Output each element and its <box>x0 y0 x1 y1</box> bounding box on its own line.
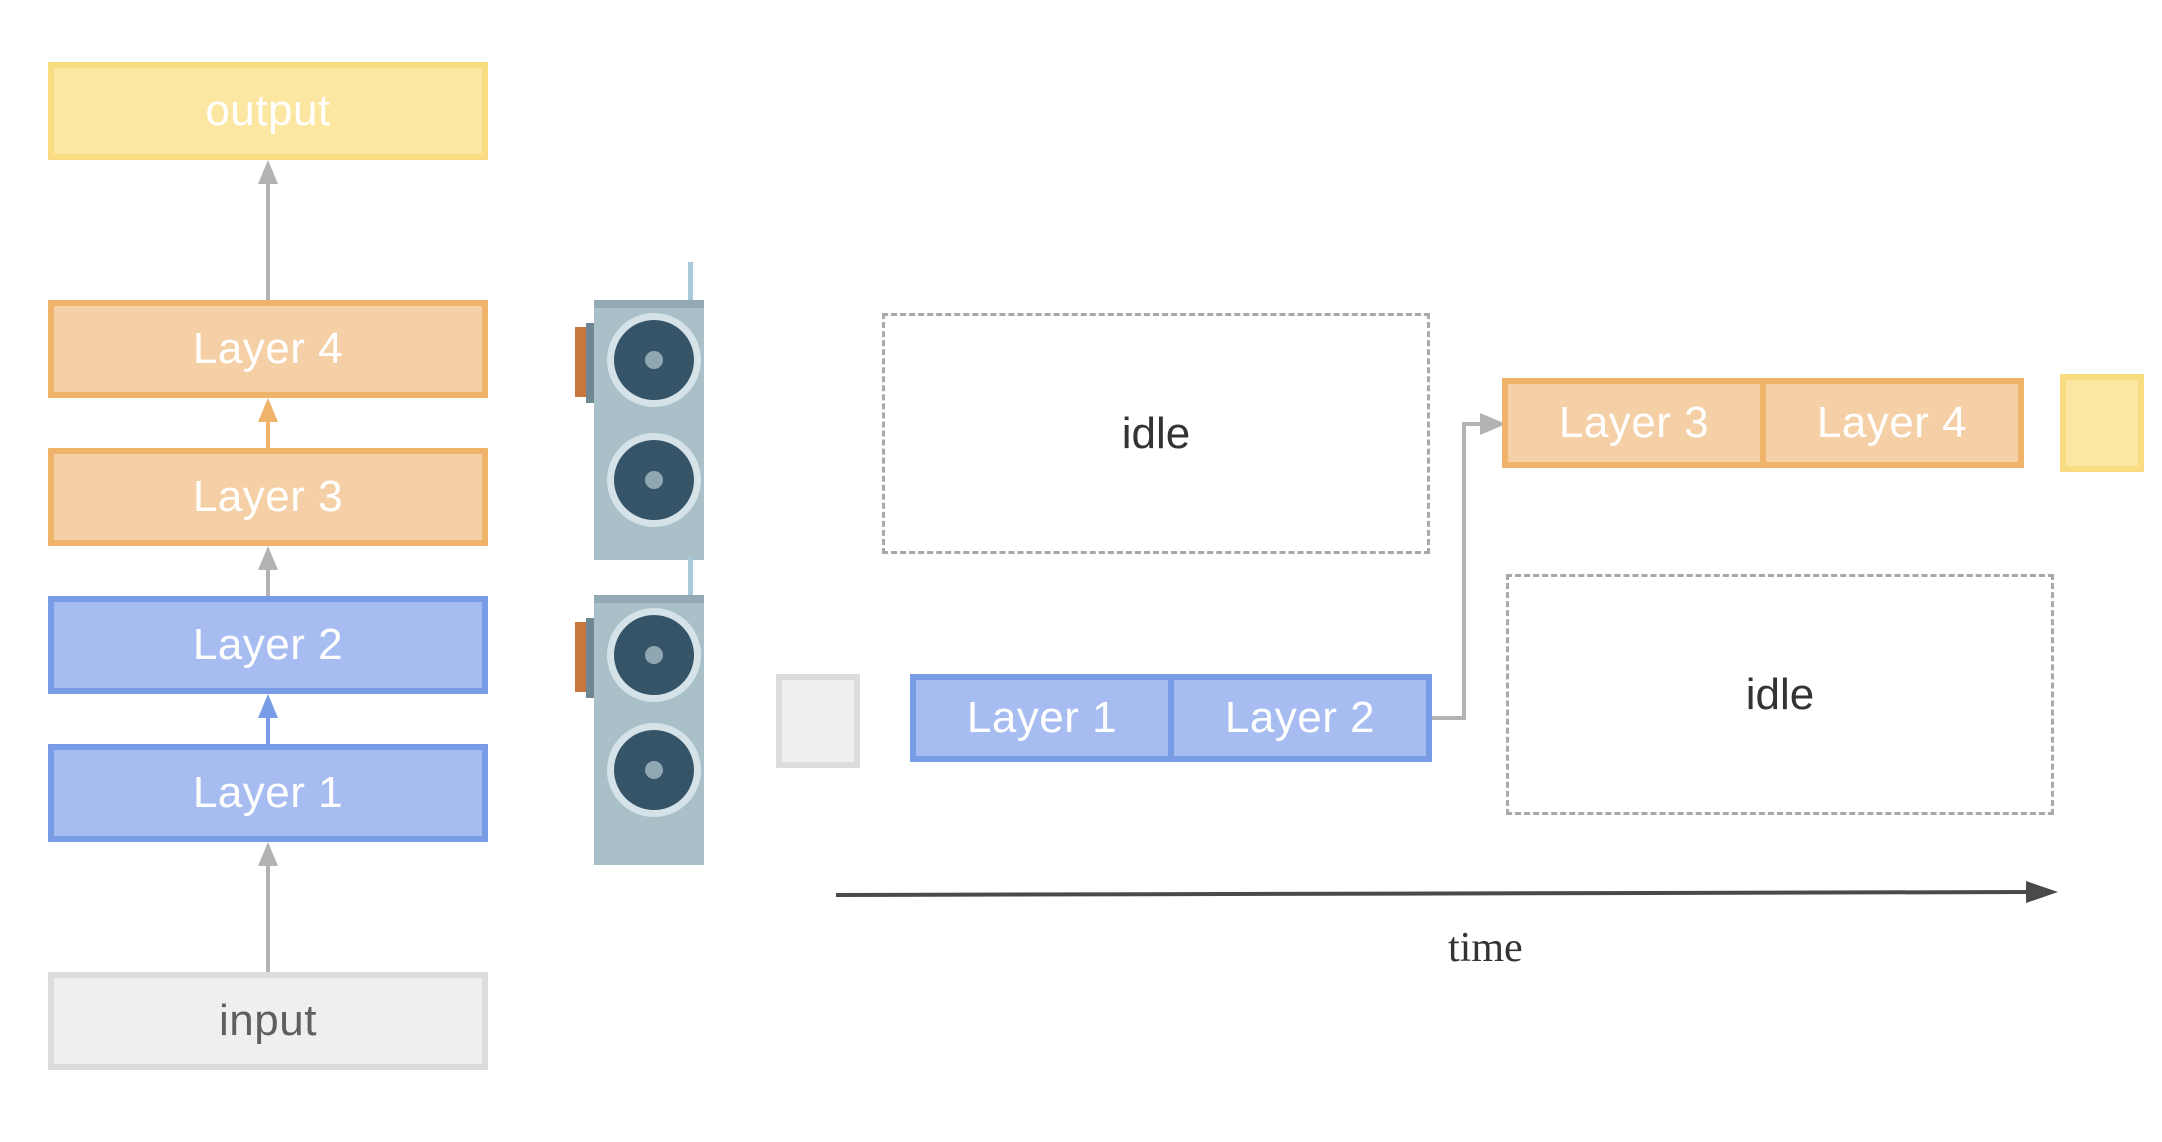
timeline-layer1: Layer 1 <box>916 680 1174 756</box>
gpu-device-icon <box>575 557 704 865</box>
gpu-device-icon <box>575 262 704 560</box>
idle-region-bottom: idle <box>1506 574 2054 815</box>
device1-timeline-bar: Layer 1 Layer 2 <box>910 674 1432 762</box>
arrow-layer1-to-layer2 <box>258 694 278 744</box>
timeline-layer3: Layer 3 <box>1508 384 1766 462</box>
output-box: output <box>48 62 488 160</box>
arrow-layer3-to-layer4 <box>258 398 278 448</box>
layer1-label: Layer 1 <box>192 768 344 817</box>
layer4-label: Layer 4 <box>192 324 344 373</box>
layer4-box: Layer 4 <box>48 300 488 398</box>
timeline-layer2: Layer 2 <box>1224 693 1376 742</box>
time-axis-arrow <box>835 881 2058 903</box>
output-label: output <box>205 86 331 135</box>
input-label: input <box>219 996 317 1045</box>
timeline-layer4: Layer 4 <box>1816 398 1968 447</box>
layer2-box: Layer 2 <box>48 596 488 694</box>
input-token <box>776 674 860 768</box>
arrow-input-to-layer1 <box>258 842 278 972</box>
device2-timeline-bar: Layer 3 Layer 4 <box>1502 378 2024 468</box>
layer3-box: Layer 3 <box>48 448 488 546</box>
idle-label-top: idle <box>1121 408 1191 458</box>
output-token <box>2060 374 2144 472</box>
arrow-layer4-to-output <box>258 160 278 300</box>
time-axis-label: time <box>1448 925 1523 971</box>
layer1-box: Layer 1 <box>48 744 488 842</box>
layer3-label: Layer 3 <box>192 472 344 521</box>
arrow-layer2-to-layer3 <box>258 546 278 596</box>
layer2-label: Layer 2 <box>192 620 344 669</box>
input-box: input <box>48 972 488 1070</box>
arrow-device1-to-device2 <box>1432 413 1506 720</box>
idle-label-bottom: idle <box>1745 669 1815 719</box>
idle-region-top: idle <box>882 313 1430 554</box>
